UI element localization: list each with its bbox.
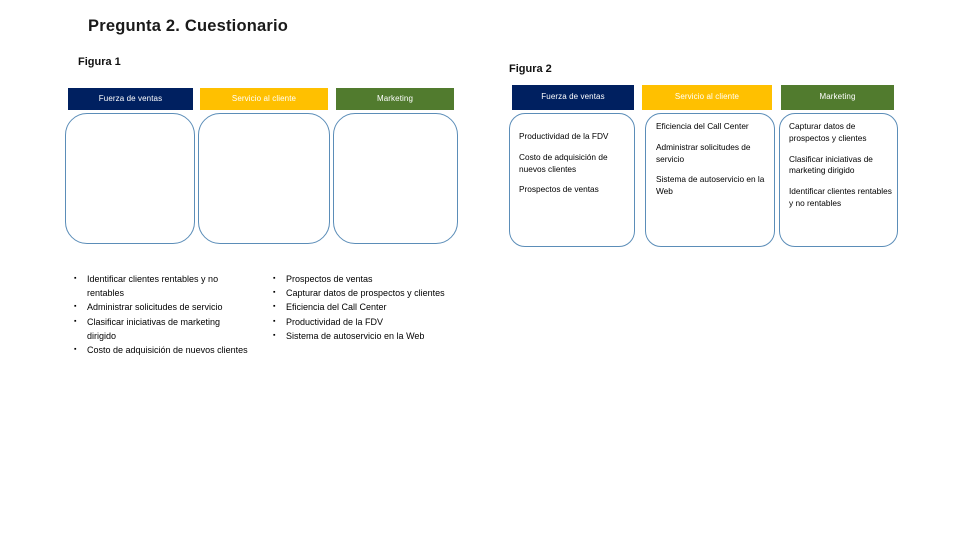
figure2-items-marketing: Capturar datos de prospectos y clientes …	[789, 121, 895, 210]
list-item-text: Sistema de autoservicio en la Web	[286, 330, 425, 341]
bullet-icon: ▪	[74, 275, 77, 282]
bullet-icon: ▪	[74, 317, 77, 325]
metric-item: Administrar solicitudes de servicio	[656, 141, 751, 164]
metric-item: Clasificar iniciativas de marketing diri…	[789, 153, 873, 176]
figure1-box-customer-service	[198, 113, 330, 244]
list-item-text: Administrar solicitudes de servicio	[87, 302, 223, 313]
list-item-text: Identificar clientes rentables y no rent…	[87, 274, 219, 299]
figure2-items-sales-force: Productividad de la FDV Costo de adquisi…	[519, 131, 629, 196]
bullet-icon: ▪	[273, 331, 276, 339]
list-item: ▪ Productividad de la FDV	[273, 315, 458, 329]
bullet-icon: ▪	[273, 275, 276, 282]
figure2-box-customer-service	[645, 113, 775, 247]
figure2-header-sales-force-label: Fuerza de ventas	[541, 92, 605, 102]
figure1-header-marketing: Marketing	[336, 88, 454, 110]
list-item: ▪ Costo de adquisición de nuevos cliente…	[74, 343, 249, 357]
list-item: ▪ Sistema de autoservicio en la Web	[273, 329, 458, 343]
metric-item: Productividad de la FDV	[519, 131, 609, 141]
metric-item: Capturar datos de prospectos y clientes	[789, 121, 867, 143]
figure1-label: Figura 1	[78, 56, 121, 68]
figure1-box-marketing	[333, 113, 458, 244]
figure2-items-customer-service: Eficiencia del Call Center Administrar s…	[656, 121, 768, 198]
figure1-header-customer-service-label: Servicio al cliente	[231, 93, 297, 103]
list-item: ▪ Clasificar iniciativas de marketing di…	[74, 315, 249, 343]
figure1-header-sales-force-label: Fuerza de ventas	[98, 93, 163, 103]
figure2-header-customer-service-label: Servicio al cliente	[674, 92, 740, 102]
figure1-header-customer-service: Servicio al cliente	[200, 88, 328, 110]
figure2-label: Figura 2	[509, 63, 552, 75]
figure1-bullet-list-right: ▪ Prospectos de ventas ▪ Capturar datos …	[273, 272, 458, 343]
list-item-text: Eficiencia del Call Center	[286, 302, 387, 313]
figure1-header-marketing-label: Marketing	[376, 93, 414, 103]
figure2-header-marketing-label: Marketing	[819, 92, 856, 102]
page-title: Pregunta 2. Cuestionario	[88, 17, 289, 35]
metric-item: Costo de adquisición de nuevos clientes	[519, 151, 608, 174]
bullet-icon: ▪	[74, 346, 77, 354]
list-item: ▪ Capturar datos de prospectos y cliente…	[273, 286, 458, 300]
list-item: ▪ Prospectos de ventas	[273, 272, 458, 286]
list-item-text: Prospectos de ventas	[286, 274, 373, 284]
figure2-header-sales-force: Fuerza de ventas	[512, 85, 634, 110]
figure2-box-marketing	[779, 113, 898, 247]
bullet-icon: ▪	[273, 317, 276, 325]
list-item: ▪ Administrar solicitudes de servicio	[74, 300, 249, 314]
list-item-text: Capturar datos de prospectos y clientes	[286, 288, 445, 299]
metric-item: Identificar clientes rentables y no rent…	[789, 186, 892, 208]
figure2-header-marketing: Marketing	[781, 85, 894, 110]
list-item-text: Clasificar iniciativas de marketing diri…	[87, 316, 221, 341]
metric-item: Prospectos de ventas	[519, 184, 599, 195]
metric-item: Sistema de autoservicio en la Web	[656, 174, 765, 197]
bullet-icon: ▪	[273, 303, 276, 311]
list-item-text: Costo de adquisición de nuevos clientes	[87, 345, 248, 356]
figure1-box-sales-force	[65, 113, 195, 244]
figure2-box-sales-force	[509, 113, 635, 247]
bullet-icon: ▪	[74, 303, 77, 311]
metric-item: Eficiencia del Call Center	[656, 121, 749, 131]
figure1-header-sales-force: Fuerza de ventas	[68, 88, 193, 110]
list-item-text: Productividad de la FDV	[286, 316, 384, 327]
list-item: ▪ Identificar clientes rentables y no re…	[74, 272, 249, 300]
bullet-icon: ▪	[273, 289, 276, 297]
list-item: ▪ Eficiencia del Call Center	[273, 300, 458, 314]
figure2-header-customer-service: Servicio al cliente	[642, 85, 772, 110]
figure1-bullet-list-left: ▪ Identificar clientes rentables y no re…	[74, 272, 249, 357]
